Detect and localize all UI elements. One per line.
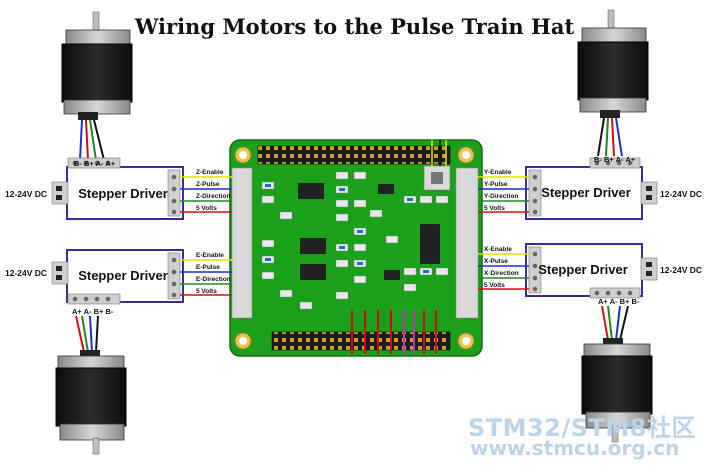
coil-pin-label: B- B+ A- A+ [74,159,116,168]
stepper-motor-top-left [61,11,133,161]
signal-label: Y-Enable [484,169,512,176]
signal-label: Z-Enable [196,169,224,176]
stepper-motor-bottom-right [581,305,653,443]
coil-pin-label: A+ A- B+ B- [598,297,640,306]
signal-label: X-Pulse [484,258,508,265]
power-label: 12-24V DC [5,189,47,199]
signal-label: 5 Volts [484,205,505,212]
coil-pin-label: A+ A- B+ B- [72,307,114,316]
wires-left [180,176,232,296]
signal-label: E-Enable [196,252,224,259]
signal-label: E-Pulse [196,264,220,271]
stepper-motor-bottom-left [55,315,127,455]
coil-pin-label: B- B+ A- A+ [594,155,636,164]
signal-label: Z-Pulse [196,181,220,188]
watermark-text: STM32/STM8社区 [468,414,696,442]
signal-label: 5 Volts [196,205,217,212]
stepper-driver-x: Stepper Driver 12-24V DC A+ A- B+ B- [525,243,702,306]
signal-label: 5 Volts [196,288,217,295]
power-label: 12-24V DC [660,265,702,275]
driver-label: Stepper Driver [78,268,168,283]
stepper-driver-z: Stepper Driver 12-24V DC B- B+ A- A+ [5,157,184,220]
pulse-train-hat-board [229,139,483,357]
stepper-driver-y: Stepper Driver 12-24V DC B- B+ A- A+ [525,155,702,220]
signal-label: Y-Direction [484,193,518,200]
wires-right [478,176,529,290]
power-label: 12-24V DC [660,189,702,199]
signal-label: 5 Volts [484,282,505,289]
signal-label: E-Direction [196,276,231,283]
signal-label: Y-Pulse [484,181,508,188]
stepper-motor-top-right [577,9,649,157]
signal-labels: Z-Enable Z-Pulse Z-Direction 5 Volts E-E… [196,169,519,295]
signal-label: X-Enable [484,246,512,253]
driver-label: Stepper Driver [538,262,628,277]
signal-label: X-Direction [484,270,519,277]
power-label: 12-24V DC [5,268,47,278]
watermark-url: www.stmcu.org.cn [470,436,680,460]
diagram-title: Wiring Motors to the Pulse Train Hat [134,14,575,39]
stepper-driver-e: Stepper Driver 12-24V DC A+ A- B+ B- [5,249,184,316]
signal-label: Z-Direction [196,193,230,200]
driver-label: Stepper Driver [541,185,631,200]
driver-label: Stepper Driver [78,186,168,201]
